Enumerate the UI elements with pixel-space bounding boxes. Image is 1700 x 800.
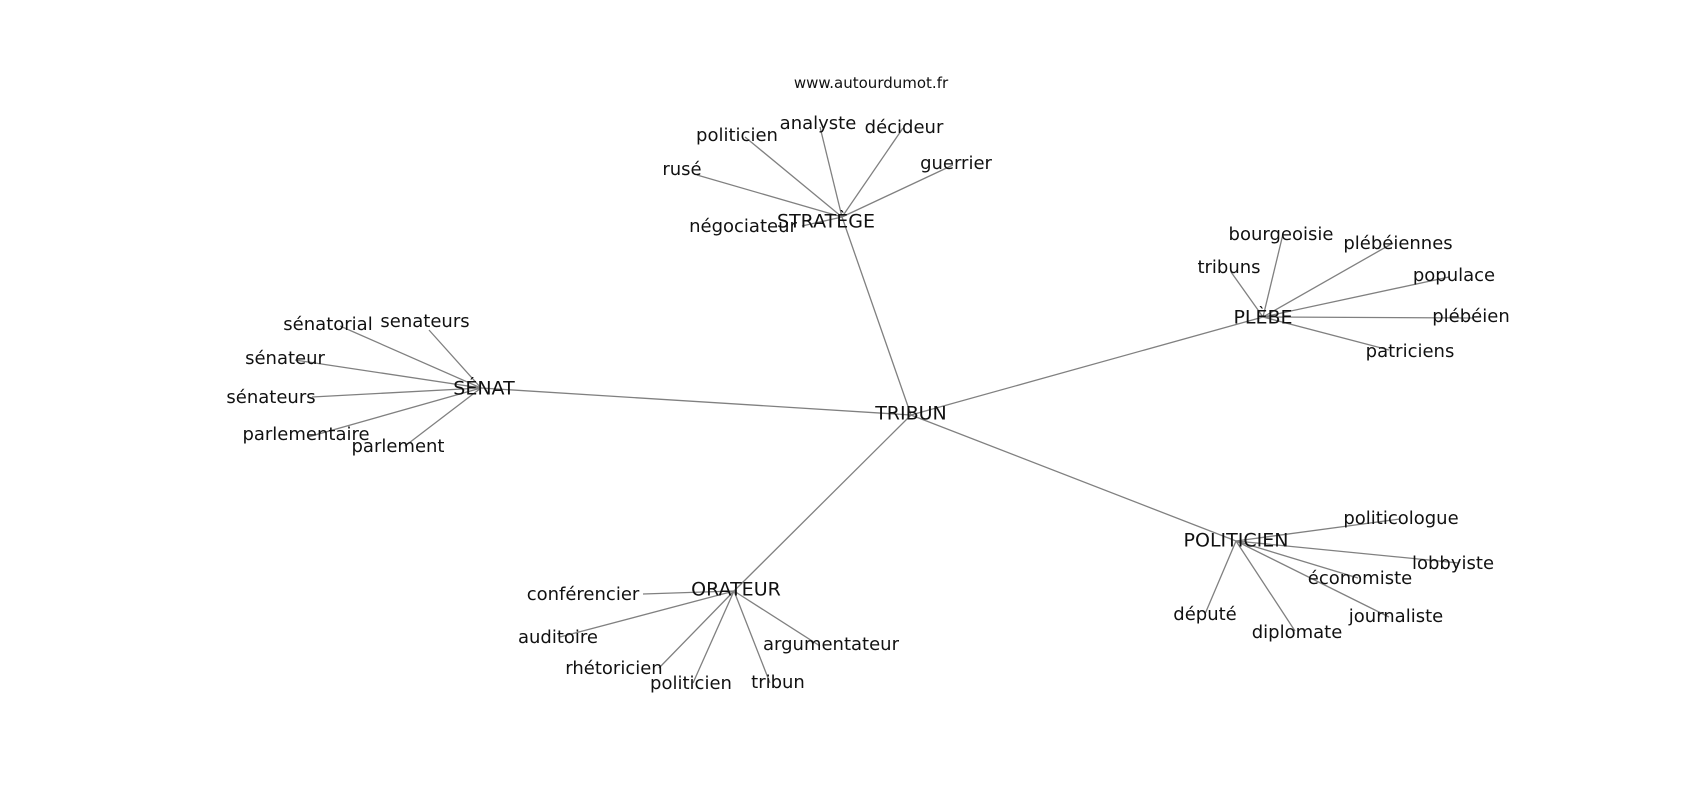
edge-center-plebe	[910, 316, 1264, 416]
edge-senat-2	[294, 359, 482, 389]
leaf-node-plebe-5: patriciens	[1366, 341, 1455, 362]
leaf-node-orateur-0: conférencier	[527, 584, 640, 605]
edge-center-senat	[480, 387, 912, 416]
leaf-node-plebe-2: tribuns	[1197, 257, 1260, 278]
edge-plebe-1	[1262, 242, 1394, 318]
leaf-node-orateur-1: auditoire	[518, 627, 598, 648]
edge-politicien-0	[1235, 518, 1401, 542]
leaf-node-plebe-0: bourgeoisie	[1229, 224, 1334, 245]
source-watermark: www.autourdumot.fr	[794, 74, 949, 92]
leaf-node-senat-5: parlement	[351, 436, 444, 457]
leaf-node-politicien-1: lobbyiste	[1412, 553, 1494, 574]
edge-orateur-5	[733, 590, 771, 684]
edge-strategie-0	[744, 136, 843, 218]
edge-strategie-5	[801, 216, 843, 227]
edge-orateur-0	[642, 590, 735, 595]
edge-plebe-4	[1262, 316, 1474, 319]
leaf-node-plebe-3: populace	[1413, 265, 1495, 286]
edge-politicien-1	[1235, 540, 1460, 564]
edge-plebe-2	[1230, 271, 1264, 318]
edge-orateur-4	[692, 590, 735, 684]
edge-center-strategie	[841, 216, 912, 416]
edge-strategie-3	[841, 164, 954, 218]
leaf-node-strategie-2: décideur	[865, 117, 944, 138]
edge-strategie-4	[696, 174, 843, 218]
leaf-node-senat-4: parlementaire	[242, 424, 369, 445]
edge-strategie-1	[819, 126, 843, 218]
edge-politicien-5	[1235, 540, 1296, 632]
hub-node-plebe: PLÈBE	[1233, 306, 1292, 329]
edge-center-politicien	[910, 414, 1237, 542]
leaf-node-strategie-5: négociateur	[689, 216, 797, 237]
leaf-node-politicien-3: député	[1173, 604, 1236, 625]
leaf-node-politicien-0: politicologue	[1343, 508, 1458, 529]
hub-node-orateur: ORATEUR	[691, 579, 781, 601]
edge-plebe-3	[1262, 276, 1450, 318]
leaf-node-plebe-4: plébéien	[1432, 306, 1509, 327]
leaf-node-plebe-1: plébéiennes	[1343, 233, 1452, 254]
center-node-label: TRIBUN	[874, 403, 947, 425]
leaf-node-politicien-4: journaliste	[1348, 606, 1443, 627]
edge-senat-1	[428, 329, 482, 389]
edge-plebe-5	[1262, 316, 1390, 351]
leaf-node-strategie-4: rusé	[662, 159, 701, 180]
edge-plebe-0	[1262, 233, 1284, 318]
leaf-node-strategie-1: analyste	[780, 113, 857, 134]
leaf-node-politicien-2: économiste	[1308, 568, 1412, 589]
edge-orateur-3	[658, 590, 735, 669]
leaf-node-senat-0: sénatorial	[283, 314, 372, 335]
hub-node-strategie: STRATÈGE	[777, 210, 875, 233]
edge-strategie-2	[841, 127, 904, 218]
edge-center-orateur	[733, 414, 912, 592]
edge-orateur-1	[559, 590, 735, 638]
leaf-node-politicien-5: diplomate	[1252, 622, 1343, 643]
leaf-node-strategie-3: guerrier	[920, 153, 992, 174]
edge-senat-0	[339, 325, 482, 389]
edge-politicien-2	[1235, 540, 1359, 579]
edge-senat-4	[307, 387, 482, 438]
leaf-node-orateur-5: tribun	[751, 672, 805, 693]
leaf-node-orateur-2: argumentateur	[763, 634, 900, 655]
leaf-node-senat-2: sénateur	[245, 348, 325, 369]
edge-senat-5	[404, 387, 482, 447]
leaf-node-senat-3: sénateurs	[226, 387, 315, 408]
leaf-node-orateur-3: rhétoricien	[565, 658, 662, 679]
leaf-node-senat-1: senateurs	[380, 311, 469, 332]
edge-politicien-3	[1204, 540, 1237, 615]
edges-layer	[294, 126, 1474, 684]
edge-orateur-2	[733, 590, 821, 647]
leaf-node-orateur-4: politicien	[650, 673, 732, 694]
edge-politicien-4	[1235, 540, 1390, 618]
leaf-node-strategie-0: politicien	[696, 125, 778, 146]
edge-senat-3	[311, 387, 482, 398]
hub-node-senat: SÉNAT	[453, 377, 515, 400]
hub-node-politicien: POLITICIEN	[1184, 530, 1289, 552]
